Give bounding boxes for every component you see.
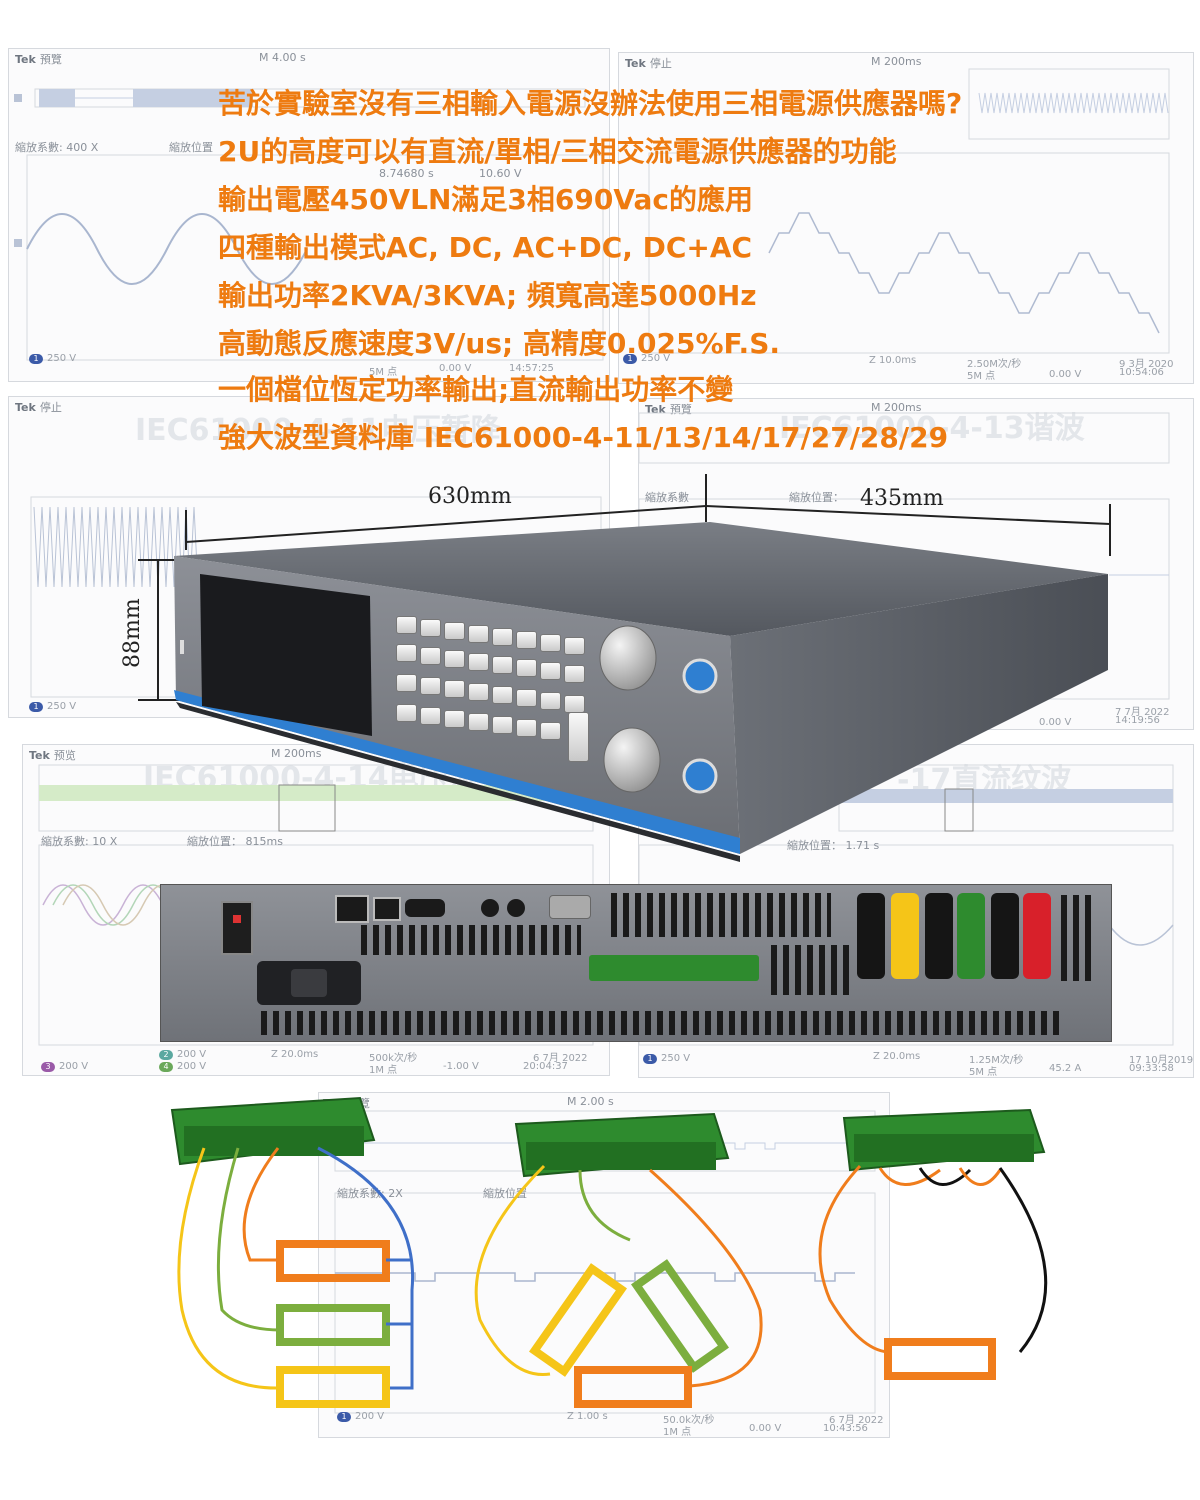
rear-vents	[361, 925, 581, 955]
keypad-key	[564, 665, 585, 683]
keypad-key	[516, 689, 537, 707]
power-supply-front-image	[138, 474, 1111, 862]
headline-2: 2U的高度可以有直流/單相/三相交流電源供應器的功能	[218, 135, 897, 168]
headline-1: 苦於實驗室沒有三相輸入電源沒辦法使用三相電源供應器嗎?	[218, 87, 963, 120]
keypad-key	[396, 674, 417, 692]
ac-inlet	[257, 961, 361, 1005]
bnc-connector	[507, 899, 525, 917]
keypad-key	[516, 659, 537, 677]
keypad-key	[540, 662, 561, 680]
dimension-depth: 435mm	[860, 486, 944, 511]
wire-green	[216, 1147, 281, 1332]
power-switch	[221, 901, 253, 955]
keypad-key	[516, 631, 537, 649]
keypad-key	[516, 719, 537, 737]
scope-2-waveform	[648, 68, 1170, 354]
fiber-port	[405, 899, 445, 917]
keypad-key	[444, 710, 465, 728]
keypad-key	[396, 644, 417, 662]
wiring-diagrams	[170, 1096, 1048, 1408]
scope-1-waveform	[14, 88, 604, 361]
green-terminal-block	[589, 955, 759, 981]
headline-5: 輸出功率2KVA/3KVA; 頻寬高達5000Hz	[218, 279, 757, 312]
dimension-width: 630mm	[428, 484, 512, 509]
keypad-key	[468, 625, 489, 643]
db9-port	[549, 895, 591, 919]
delta-load-yellow	[529, 1263, 627, 1377]
wire-green	[578, 1169, 631, 1242]
keypad-key	[540, 722, 561, 740]
headline-6: 高動態反應速度3V/us; 高精度0.025%F.S.	[218, 327, 780, 360]
wire-orange	[818, 1164, 889, 1354]
headline-8: 強大波型資料庫 IEC61000-4-11/13/14/17/27/28/29	[218, 421, 949, 454]
rear-vents	[1061, 895, 1091, 981]
keypad-key	[396, 616, 417, 634]
headline-7: 一個檔位恆定功率輸出;直流輸出功率不變	[218, 373, 734, 406]
load-resistor-green	[276, 1304, 390, 1346]
wire-yellow	[177, 1147, 281, 1390]
output-terminal-black	[925, 893, 953, 979]
keypad-key	[492, 656, 513, 674]
scope-6-waveform	[639, 764, 1174, 1046]
rear-vents	[771, 945, 851, 995]
headline-3: 輸出電壓450VLN滿足3相690Vac的應用	[218, 183, 753, 216]
bnc-connector	[481, 899, 499, 917]
delta-load-green	[631, 1259, 729, 1373]
keypad-key	[444, 680, 465, 698]
keypad-key	[540, 634, 561, 652]
keypad-key	[420, 647, 441, 665]
ethernet-port	[335, 895, 369, 923]
keypad-key	[568, 712, 589, 762]
terminal-connector-3	[842, 1108, 1046, 1172]
keypad-key	[468, 713, 489, 731]
headline-4: 四種輸出模式AC, DC, AC+DC, DC+AC	[218, 231, 753, 264]
load-resistor-orange	[276, 1240, 390, 1282]
keypad-key	[492, 686, 513, 704]
output-terminal-black	[857, 893, 885, 979]
wire-orange	[649, 1168, 763, 1388]
keypad-key	[444, 650, 465, 668]
keypad-key	[396, 704, 417, 722]
power-supply-rear-image	[160, 884, 1112, 1042]
load-resistor-yellow	[276, 1366, 390, 1408]
output-terminal-green	[957, 893, 985, 979]
output-terminal-red	[1023, 893, 1051, 979]
keypad-key	[468, 683, 489, 701]
keypad-key	[540, 692, 561, 710]
load-resistor-single	[884, 1338, 996, 1380]
keypad-key	[492, 628, 513, 646]
keypad-key	[468, 653, 489, 671]
keypad-key	[420, 619, 441, 637]
rear-vents	[611, 893, 831, 937]
wire-blue	[317, 1146, 415, 1390]
output-terminal-black	[991, 893, 1019, 979]
terminal-connector-2	[514, 1112, 730, 1178]
wire-orange	[242, 1147, 280, 1262]
keypad-key	[564, 695, 585, 713]
wire-black	[998, 1167, 1048, 1353]
rear-vents	[261, 1011, 1061, 1035]
wire-yellow	[474, 1164, 551, 1377]
keypad-key	[564, 637, 585, 655]
usb-port	[373, 897, 401, 921]
output-terminal-yellow	[891, 893, 919, 979]
keypad-key	[420, 677, 441, 695]
keypad-key	[420, 707, 441, 725]
keypad-key	[492, 716, 513, 734]
keypad-key	[444, 622, 465, 640]
dimension-height: 88mm	[120, 598, 145, 668]
delta-load-orange	[574, 1366, 692, 1408]
